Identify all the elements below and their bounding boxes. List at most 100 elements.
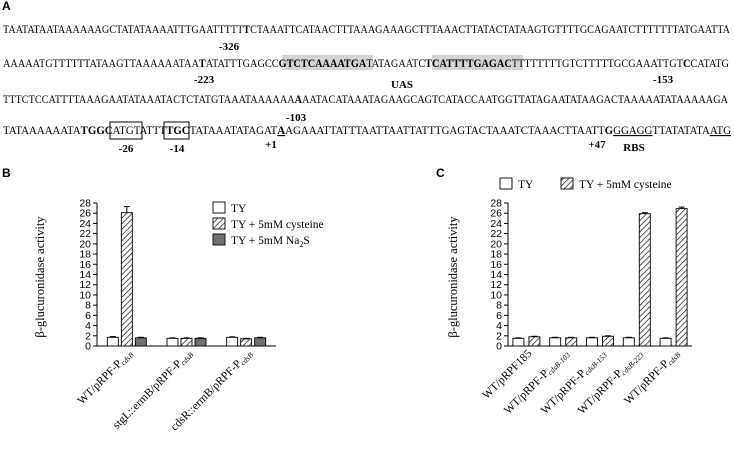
bar bbox=[254, 337, 267, 347]
x-tick-label-subscript: cdsB bbox=[179, 350, 196, 367]
y-tick-label: 26 bbox=[490, 208, 502, 220]
x-tick-label-subscript: cdsB-153 bbox=[582, 350, 609, 377]
c-bars bbox=[512, 206, 688, 347]
seq-l4-box-26: TGGC bbox=[81, 125, 113, 137]
seq-l1-part-1: TAATATAATAAAAAAGCTATATAAAATTTGAATTTTT bbox=[3, 24, 243, 36]
c-y-axis-label: β-glucuronidase activity bbox=[446, 216, 460, 338]
y-tick-label: 24 bbox=[79, 218, 91, 230]
y-tick-label: 4 bbox=[85, 320, 91, 332]
y-tick-label: 26 bbox=[79, 208, 91, 220]
position-plus-1: +1 bbox=[265, 139, 277, 151]
y-tick-label: 8 bbox=[85, 300, 91, 312]
y-tick-label: 10 bbox=[79, 289, 91, 301]
y-tick-label: 22 bbox=[79, 228, 91, 240]
y-tick-label: 20 bbox=[79, 238, 91, 250]
bar bbox=[675, 208, 688, 347]
y-tick-label: 2 bbox=[85, 330, 91, 342]
panel-label-a: A bbox=[2, 0, 11, 13]
panel-c: C β-glucuronidase activity 0246810121416… bbox=[436, 166, 692, 417]
bar bbox=[602, 335, 614, 347]
position-minus-326: -326 bbox=[219, 41, 240, 53]
position-minus-153: -153 bbox=[653, 74, 674, 86]
y-tick-label: 28 bbox=[79, 198, 91, 210]
seq-l2-part-4: TTTTTTTTGTCTTTTTGCGAAATTGT bbox=[512, 58, 683, 70]
b-bars bbox=[106, 206, 267, 347]
b-legend-swatch-cysteine bbox=[212, 217, 226, 230]
bar bbox=[134, 337, 147, 347]
panel-label-b: B bbox=[2, 166, 11, 180]
uas-box-2 bbox=[432, 55, 523, 70]
y-tick-label: 6 bbox=[85, 310, 91, 322]
seq-l4-part-3: TATAAATATAGAT bbox=[190, 125, 278, 137]
seq-l2-uas-1: GTCTCAAAATGA bbox=[279, 58, 367, 70]
y-tick-label: 12 bbox=[490, 279, 502, 291]
bar bbox=[659, 337, 672, 347]
x-tick-label-subscript: cdsB-223 bbox=[619, 350, 646, 377]
minus-14-box bbox=[163, 121, 190, 140]
seq-l4-rbs: GGAGG bbox=[613, 125, 652, 137]
seq-l3-part-2: AATACATAAATAGAAGCAGTCATACCAATGGTTATAGAAT… bbox=[302, 94, 729, 106]
seq-l4-part-5: TTATATATA bbox=[652, 125, 710, 137]
c-x-tick-labels: WT/pRPF185WT/pRPF-PcdsB-103WT/pRPF-PcdsB… bbox=[480, 347, 682, 417]
seq-l3-bold-103: A bbox=[295, 94, 303, 106]
y-tick-label: 14 bbox=[79, 269, 91, 281]
y-tick-label: 16 bbox=[79, 259, 91, 271]
b-legend-label-ty: TY bbox=[231, 203, 247, 215]
sequence-line-4: TATAAAAAATATGGCATGTATTTTGCTATAAATATAGATA… bbox=[3, 125, 731, 137]
x-tick-label: WT/pRPF-PcdsB bbox=[622, 347, 682, 407]
position-minus-26: -26 bbox=[119, 143, 134, 155]
y-tick-label: 22 bbox=[490, 228, 502, 240]
y-tick-label: 0 bbox=[496, 341, 502, 353]
bar bbox=[638, 213, 651, 347]
rbs-label: RBS bbox=[623, 142, 644, 154]
seq-l2-part-5: CATATG bbox=[690, 58, 729, 70]
y-tick-label: 18 bbox=[490, 249, 502, 261]
seq-l3-part-1: TTTCTCCATTTTAAAGAATATAAATACTCTATGTAAATAA… bbox=[3, 94, 295, 106]
position-minus-223: -223 bbox=[194, 74, 215, 86]
y-tick-label: 10 bbox=[490, 289, 502, 301]
bar bbox=[528, 336, 541, 347]
b-legend-na2s-s: S bbox=[303, 235, 309, 247]
bar bbox=[120, 212, 133, 347]
bar bbox=[622, 337, 635, 347]
position-plus-47: +47 bbox=[588, 139, 606, 151]
seq-l4-part-1: TATAAAAAATA bbox=[3, 125, 81, 137]
y-tick-label: 14 bbox=[490, 269, 502, 281]
minus-26-box bbox=[109, 121, 143, 140]
position-minus-14: -14 bbox=[170, 143, 185, 155]
bar bbox=[586, 337, 598, 347]
seq-l2-uas-2: TCATTTTGAGAC bbox=[425, 58, 512, 70]
x-tick-label-subscript: cdsB-103 bbox=[546, 350, 573, 377]
c-legend-label-ty: TY bbox=[518, 179, 534, 191]
seq-l4-box-14: TGC bbox=[166, 125, 190, 137]
y-tick-label: 0 bbox=[85, 341, 91, 353]
b-legend-na2s-subscript: 2 bbox=[299, 240, 303, 249]
y-tick-label: 2 bbox=[496, 330, 502, 342]
y-tick-label: 16 bbox=[490, 259, 502, 271]
c-legend: TY TY + 5mM cysteine bbox=[499, 177, 672, 191]
bar bbox=[194, 337, 207, 347]
x-tick-label: WT/pRPF-PcdsB bbox=[75, 347, 135, 407]
bar bbox=[549, 337, 562, 347]
sequence-line-2: AAAAATGTTTTTTATAAGTTAAAAAATAATATATTTGAGC… bbox=[3, 58, 729, 70]
bar bbox=[240, 338, 253, 347]
seq-l2-part-3: TATAGAATC bbox=[366, 58, 425, 70]
y-tick-label: 4 bbox=[496, 320, 502, 332]
seq-l2-part-1: AAAAATGTTTTTTATAAGTTAAAAAATAA bbox=[3, 58, 200, 70]
x-tick-label-subscript: cdsB bbox=[666, 350, 683, 367]
b-x-tick-labels: WT/pRPF-PcdsBstgL::ermB/pRPF-PcdsBcdsR::… bbox=[75, 347, 255, 433]
x-tick-label: WT/pRPF-PcdsB-103 bbox=[502, 347, 572, 417]
panel-b: B β-glucuronidase activity 0246810121416… bbox=[2, 166, 324, 433]
bar bbox=[166, 337, 179, 347]
y-tick-label: 12 bbox=[79, 279, 91, 291]
c-legend-swatch-ty bbox=[499, 177, 513, 190]
seq-l4-start-codon: ATG bbox=[710, 125, 731, 137]
seq-l2-bold-153: C bbox=[683, 58, 690, 70]
y-tick-label: 28 bbox=[490, 198, 502, 210]
seq-l1-part-2: CTAAATTCATAACTTTAAAGAAAGCTTTAAACTTATACTA… bbox=[250, 24, 731, 36]
y-tick-label: 24 bbox=[490, 218, 502, 230]
b-y-axis-label: β-glucuronidase activity bbox=[33, 216, 47, 338]
seq-l4-tss: A bbox=[277, 125, 286, 137]
